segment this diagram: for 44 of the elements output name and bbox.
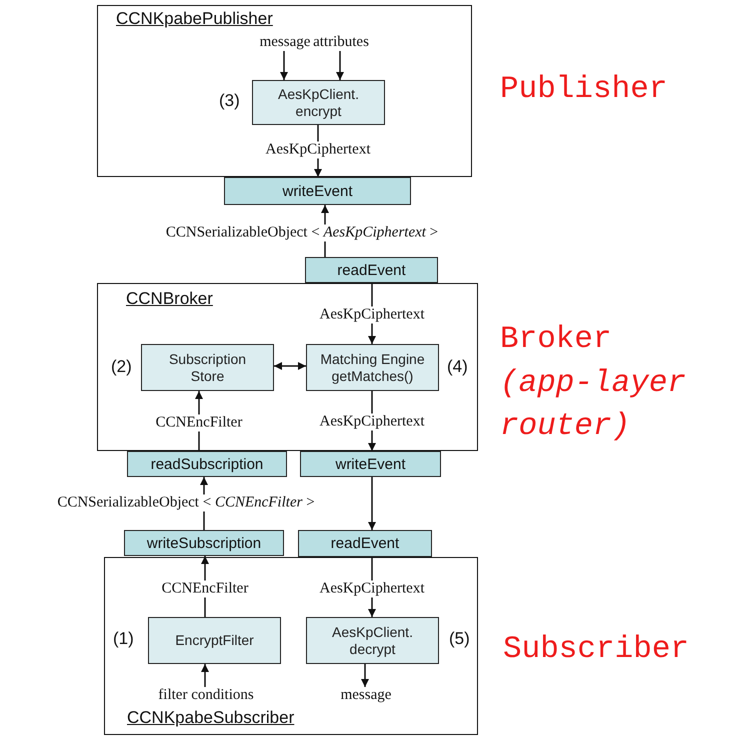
arrow [361, 664, 369, 687]
process-box: EncryptFilter [148, 617, 281, 664]
port-box: readSubscription [127, 451, 287, 477]
section-label: Broker [500, 321, 612, 359]
edge-label: AesKpCiphertext [318, 306, 426, 324]
edge-label: CCNSerializableObject < AesKpCiphertext > [164, 224, 440, 242]
process-box: AesKpClient. decrypt [306, 617, 439, 664]
edge-label: CCNEncFilter [160, 580, 250, 598]
step-number: (1) [113, 629, 134, 649]
port-box: writeEvent [300, 451, 441, 477]
port-box: readEvent [305, 257, 438, 283]
step-number: (3) [219, 91, 240, 111]
component-title: CCNBroker [126, 289, 213, 309]
arrow [280, 51, 288, 80]
data-label: message [340, 687, 392, 704]
section-label: Subscriber [503, 631, 690, 669]
process-box: AesKpClient. encrypt [252, 80, 385, 125]
section-label: (app-layer router) [500, 365, 688, 446]
component-title: CCNKpabePublisher [116, 9, 273, 29]
edge-label: AesKpCiphertext [318, 580, 426, 598]
data-label: filter conditions [158, 687, 254, 704]
arrow [336, 51, 344, 80]
section-label: Publisher [500, 71, 668, 109]
port-box: readEvent [298, 530, 432, 557]
step-number: (5) [449, 629, 470, 649]
edge-label: AesKpCiphertext [318, 414, 426, 430]
edge-label: CCNEncFilter [154, 414, 244, 432]
component-box [97, 5, 472, 177]
step-number: (2) [111, 357, 132, 377]
component-title: CCNKpabeSubscriber [127, 708, 294, 728]
arrow [201, 664, 209, 687]
edge-label: CCNSerializableObject < CCNEncFilter > [55, 494, 317, 512]
data-label: attributes [313, 34, 369, 51]
edge-label: AesKpCiphertext [264, 142, 372, 158]
component-box [104, 557, 478, 735]
port-box: writeSubscription [124, 530, 284, 556]
component-box [97, 283, 478, 451]
step-number: (4) [447, 357, 468, 377]
data-label: message [260, 34, 310, 51]
process-box: Matching Engine getMatches() [306, 344, 439, 391]
arrow [368, 477, 376, 530]
arrow [274, 362, 306, 370]
port-box: writeEvent [224, 177, 411, 205]
process-box: Subscription Store [141, 344, 274, 391]
